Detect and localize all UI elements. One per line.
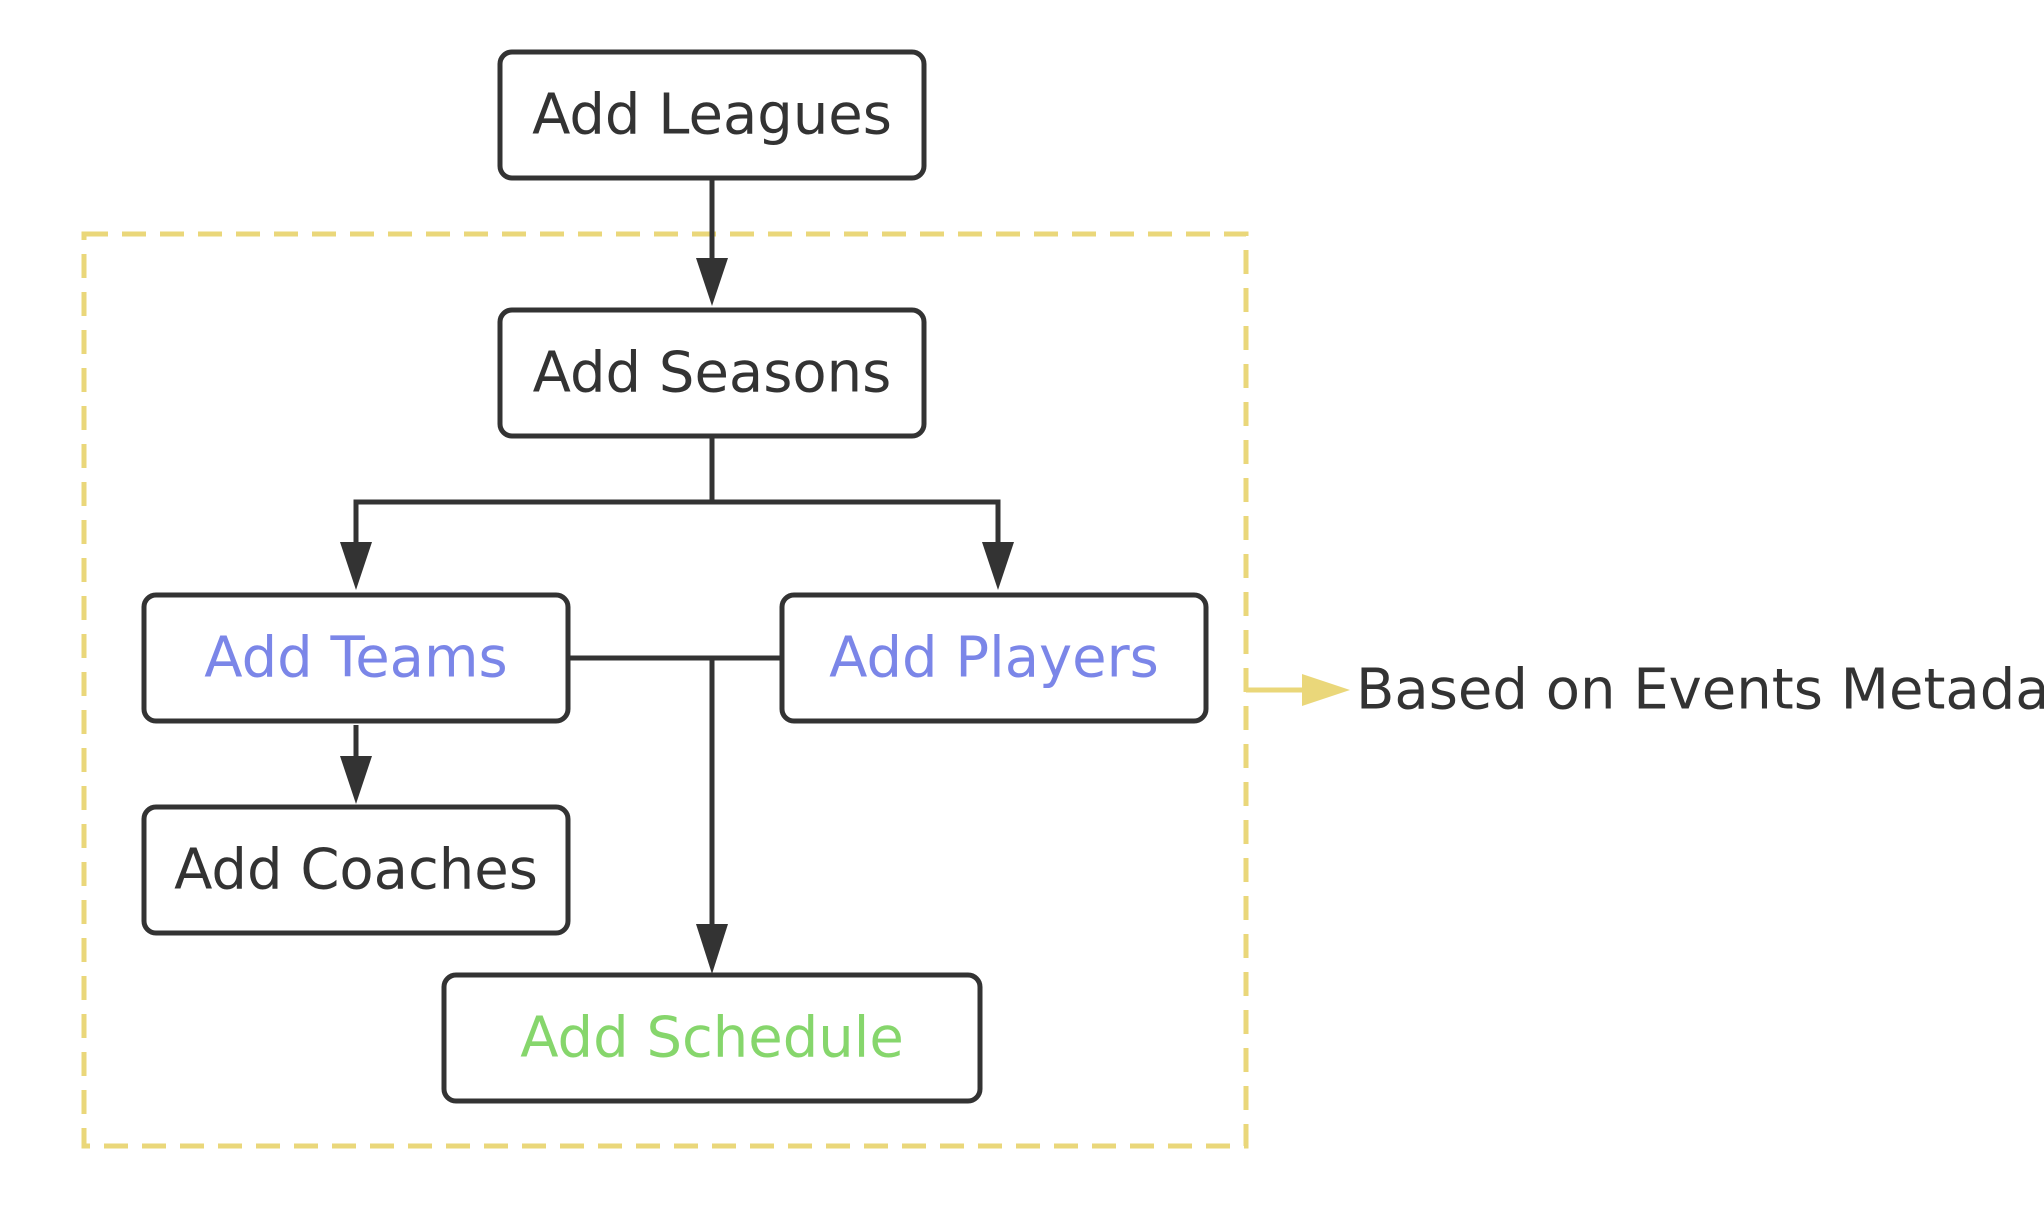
node-add-players: Add Players (779, 592, 1209, 724)
node-add-leagues-label: Add Leagues (532, 83, 892, 148)
arrowhead-schedule (696, 924, 728, 974)
node-add-coaches-label: Add Coaches (174, 838, 538, 903)
edge-seasons-to-players (712, 499, 1001, 558)
node-add-teams-label: Add Teams (204, 626, 507, 691)
node-add-players-label: Add Players (829, 626, 1159, 691)
edges (340, 180, 1014, 974)
node-add-seasons: Add Seasons (497, 307, 927, 439)
arrowhead-seasons (696, 258, 728, 306)
node-add-schedule-label: Add Schedule (520, 1006, 904, 1071)
annotation-label: Based on Events Metadata (1356, 658, 2044, 723)
edge-seasons-to-teams (353, 437, 715, 558)
annotation-arrowhead (1302, 674, 1350, 706)
arrowhead-coaches (340, 756, 372, 804)
node-add-seasons-label: Add Seasons (533, 341, 892, 406)
arrowhead-teams (340, 542, 372, 590)
node-add-coaches: Add Coaches (141, 804, 571, 936)
node-add-teams: Add Teams (141, 592, 571, 724)
node-add-schedule: Add Schedule (441, 972, 983, 1104)
node-add-leagues: Add Leagues (497, 49, 927, 181)
arrowhead-players (982, 542, 1014, 590)
